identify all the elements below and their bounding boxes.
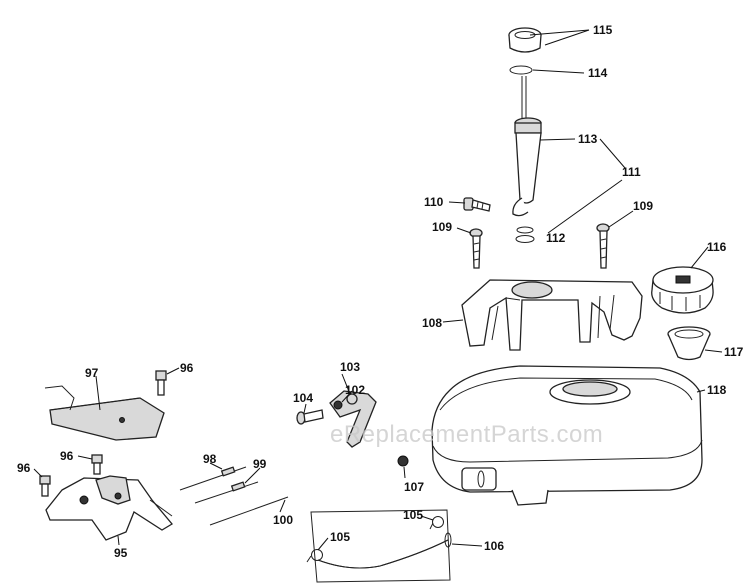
callout-111: 111 [622, 165, 641, 179]
callout-96-top: 96 [180, 361, 194, 375]
callout-116: 116 [707, 240, 727, 254]
dipstick-tube-113[interactable] [512, 117, 542, 217]
callout-labels: 115 114 113 111 110 112 109 109 116 108 … [17, 23, 744, 560]
throttle-bracket-97[interactable] [44, 385, 165, 441]
callout-112: 112 [546, 231, 566, 245]
callout-96-left: 96 [17, 461, 31, 475]
o-ring-114[interactable] [509, 65, 533, 75]
callout-117: 117 [724, 345, 744, 359]
fuel-strainer-117[interactable] [667, 326, 711, 361]
callout-98: 98 [203, 452, 217, 466]
o-ring-112[interactable] [515, 226, 535, 243]
cable-99[interactable] [194, 481, 259, 504]
fuel-tank-118[interactable] [431, 365, 703, 506]
dipstick-rod[interactable] [521, 76, 527, 118]
callout-110: 110 [424, 195, 444, 209]
callout-109-right: 109 [633, 199, 653, 213]
wire-100[interactable] [209, 496, 289, 526]
hose-clamp-105-right[interactable] [429, 516, 444, 530]
callout-96-mid: 96 [60, 449, 74, 463]
callout-113: 113 [578, 132, 598, 146]
hose-clamp-105-left[interactable] [306, 549, 323, 563]
leader-lines [33, 29, 723, 551]
nut-103[interactable] [346, 393, 358, 405]
callout-99: 99 [253, 457, 267, 471]
screw-96-top[interactable] [155, 370, 167, 396]
callout-100: 100 [273, 513, 293, 527]
callout-102: 102 [345, 383, 365, 397]
screw-96-mid[interactable] [91, 454, 103, 475]
callout-103: 103 [340, 360, 360, 374]
callout-104: 104 [293, 391, 313, 405]
control-bracket-95[interactable] [45, 475, 173, 541]
bolt-109-right[interactable] [596, 223, 610, 269]
tank-bracket-108[interactable] [461, 279, 643, 351]
callout-105-left: 105 [330, 530, 350, 544]
bolt-104[interactable] [296, 409, 324, 425]
callout-97: 97 [85, 366, 99, 380]
bolt-109-left[interactable] [469, 228, 483, 269]
watermark: eReplacementParts.com [330, 421, 603, 448]
callout-118: 118 [707, 383, 727, 397]
callout-106: 106 [484, 539, 504, 553]
nut-107[interactable] [397, 455, 409, 467]
screw-96-left[interactable] [39, 475, 51, 497]
callout-107: 107 [404, 480, 424, 494]
callout-115: 115 [593, 23, 613, 37]
fuel-cap-116[interactable] [651, 266, 714, 314]
cable-98[interactable] [179, 466, 247, 491]
dipstick-cap-115[interactable] [508, 27, 542, 53]
bolt-110[interactable] [463, 197, 491, 212]
fuel-line-box [310, 509, 451, 583]
callout-105-right: 105 [403, 508, 423, 522]
callout-108: 108 [422, 316, 442, 330]
callout-109-left: 109 [432, 220, 452, 234]
callout-95: 95 [114, 546, 128, 560]
callout-114: 114 [588, 66, 608, 80]
bracket-102[interactable] [329, 390, 377, 448]
fuel-line-106[interactable] [317, 532, 452, 569]
